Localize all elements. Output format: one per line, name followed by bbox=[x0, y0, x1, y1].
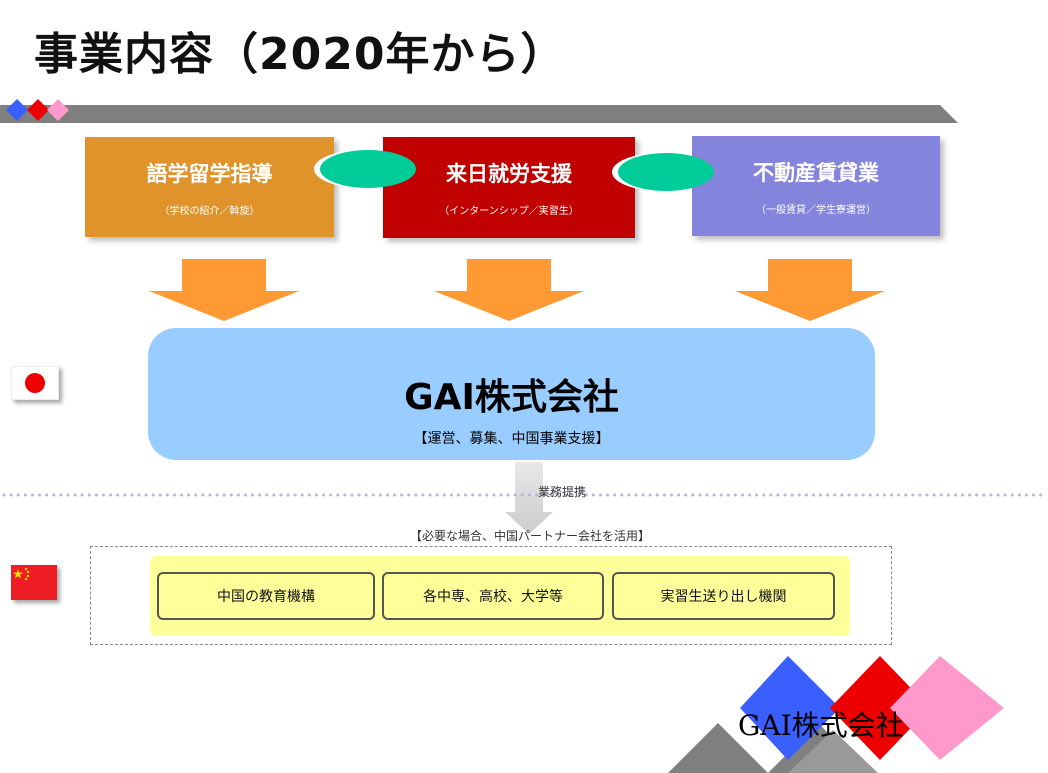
institution-box: 中国の教育機構 bbox=[157, 572, 375, 620]
logo-text: GAI株式会社 bbox=[738, 709, 904, 742]
connector-ellipse bbox=[320, 150, 416, 188]
institution-box: 各中専、高校、大学等 bbox=[382, 572, 604, 620]
banner-diamond-pink bbox=[47, 99, 69, 121]
china-flag-icon bbox=[11, 565, 57, 600]
connector-ellipse bbox=[618, 153, 714, 191]
header-banner bbox=[0, 99, 958, 123]
banner-diamond-red bbox=[27, 99, 49, 121]
service-real-estate: 不動産賃貸業 （一般賃貸／学生寮運営） bbox=[692, 136, 940, 236]
service-subtitle: （一般賃貸／学生寮運営） bbox=[756, 204, 876, 216]
down-arrow-icon bbox=[149, 259, 299, 321]
page-title: 事業内容（2020年から） bbox=[34, 29, 566, 80]
japan-flag-icon bbox=[11, 366, 59, 400]
down-arrow-icon bbox=[434, 259, 584, 321]
logo-graphic bbox=[668, 656, 1004, 773]
banner-diamond-blue bbox=[6, 99, 28, 121]
company-box bbox=[148, 328, 875, 460]
partnership-label: 業務提携 bbox=[537, 485, 586, 499]
service-name: 語学留学指導 bbox=[146, 161, 273, 186]
dotted-divider bbox=[2, 493, 1046, 497]
partnership-note: 【必要な場合、中国パートナー会社を活用】 bbox=[409, 529, 650, 543]
partnership-arrow-icon bbox=[505, 462, 553, 534]
company-role: 【運営、募集、中国事業支援】 bbox=[413, 431, 610, 447]
institution-box: 実習生送り出し機関 bbox=[612, 572, 835, 620]
down-arrow-icon bbox=[735, 259, 885, 321]
service-subtitle: （学校の紹介／斡旋） bbox=[159, 205, 260, 217]
service-language-study: 語学留学指導 （学校の紹介／斡旋） bbox=[85, 137, 334, 237]
company-name: GAI株式会社 bbox=[404, 377, 619, 418]
service-subtitle: （インターンシップ／実習生） bbox=[439, 206, 579, 217]
banner-bar bbox=[0, 105, 958, 123]
service-name: 来日就労支援 bbox=[446, 162, 572, 186]
service-name: 不動産賃貸業 bbox=[753, 160, 879, 185]
partner-region-frame bbox=[90, 546, 892, 645]
service-work-support: 来日就労支援 （インターンシップ／実習生） bbox=[383, 137, 635, 238]
